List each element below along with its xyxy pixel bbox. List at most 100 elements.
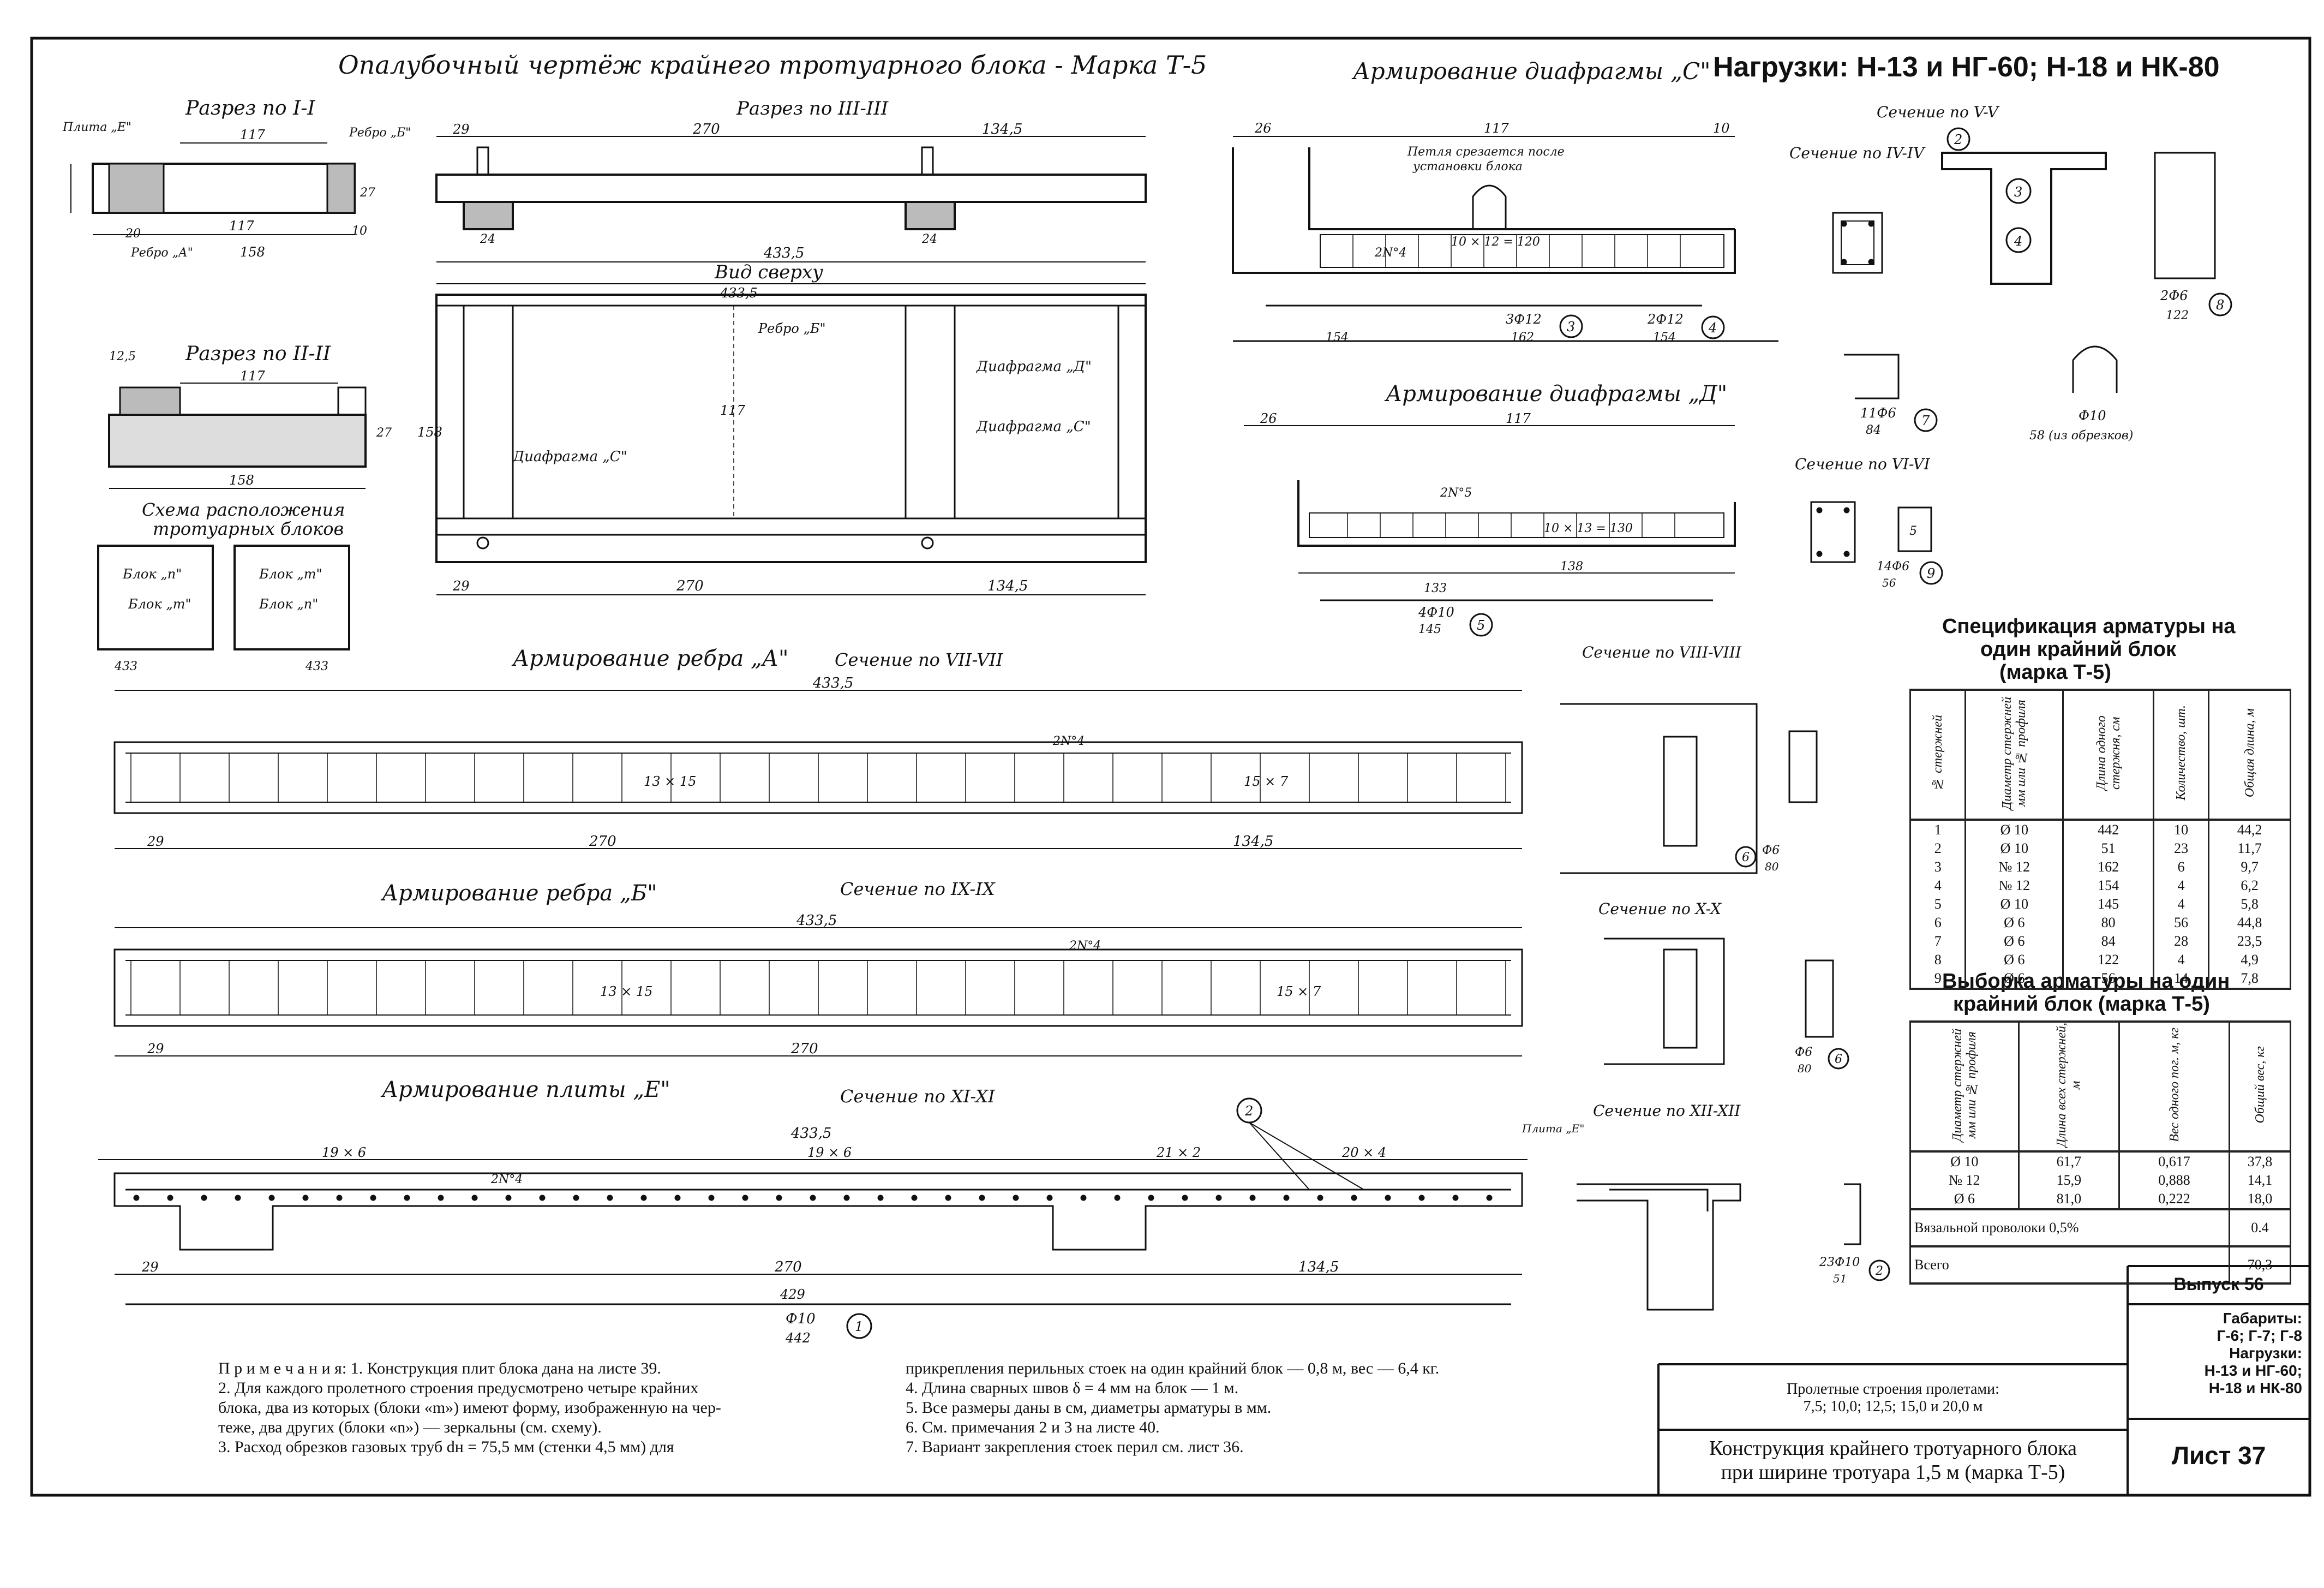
section-2-rib-left xyxy=(119,386,181,416)
sec-xii-outline xyxy=(1577,1183,1741,1311)
rib-b-stirrups-label: 2N°4 xyxy=(1069,939,1101,953)
plate-e-len-429: 429 xyxy=(780,1287,805,1302)
bar-dot xyxy=(1385,1195,1391,1201)
bar-dot xyxy=(302,1195,309,1201)
cell: 4 xyxy=(2152,895,2210,914)
diaphragm-c-label-1: Диафрагма „С" xyxy=(512,449,627,465)
plate-e-pos-1: 1 xyxy=(855,1319,863,1334)
sec-vi-title: Сечение по VI-VI xyxy=(1795,455,1931,473)
plate-e-dots xyxy=(133,1195,1493,1201)
dim-27-s2: 27 xyxy=(376,426,392,440)
cell: 0,888 xyxy=(2118,1171,2231,1190)
rib-a-dim-1345: 134,5 xyxy=(1233,833,1273,850)
loads-header: Нагрузки: Н-13 и НГ-60; Н-18 и НК-80 xyxy=(1713,51,2220,83)
sec-v-pos-4: 4 xyxy=(2014,234,2022,249)
dc-dim-117: 117 xyxy=(1484,121,1510,136)
dc-len-154-b: 154 xyxy=(1653,331,1676,344)
main-title: Опалубочный чертёж крайнего тротуарного … xyxy=(338,50,1207,80)
dim-24-a: 24 xyxy=(480,232,495,246)
scheme-title-1: Схема расположения xyxy=(142,499,345,520)
rib-b-section-title: Сечение по IX-IX xyxy=(840,879,996,899)
bar-2-len: 51 xyxy=(1833,1272,1847,1285)
bar-dot xyxy=(1013,1195,1019,1201)
bar-dot xyxy=(201,1195,207,1201)
rib-b-spacing-2: 15 × 7 xyxy=(1277,984,1321,999)
rib-b-reinforcement: Армирование ребра „Б" Сечение по IX-IX 4… xyxy=(113,879,1523,1057)
cell: 6 xyxy=(1909,914,1967,932)
dim-117-s2: 117 xyxy=(240,368,266,384)
sec-v-shape xyxy=(1941,152,2107,285)
rib-b-spacing-1: 13 × 15 xyxy=(600,984,652,999)
bar-6b-label: Ф6 xyxy=(1795,1046,1812,1059)
dd-dim-26: 26 xyxy=(1260,411,1277,426)
drawing-title: Конструкция крайнего тротуарного блока п… xyxy=(1658,1436,2128,1484)
scheme-block-right xyxy=(233,545,350,650)
cell: 4 xyxy=(2152,876,2210,895)
plate-e-spacing-3: 21 × 2 xyxy=(1156,1145,1201,1160)
note-line: П р и м е ч а н и я: 1. Конструкция плит… xyxy=(218,1359,661,1377)
bar-dot xyxy=(640,1195,647,1201)
bar-dot xyxy=(1046,1195,1053,1201)
section-2-rib-right xyxy=(337,386,367,416)
diaphragm-d-label-top: Диафрагма „Д" xyxy=(976,359,1092,375)
dc-note-1: Петля срезается после xyxy=(1407,145,1565,159)
cell: 80 xyxy=(2062,914,2154,932)
cell: 7,8 xyxy=(2208,969,2291,990)
bar-dot xyxy=(471,1195,478,1201)
sec-iv-title: Сечение по IV-IV xyxy=(1789,144,1926,162)
title-block-specs: Габариты: Г-6; Г-7; Г-8 Нагрузки: Н-13 и… xyxy=(2128,1310,2302,1397)
sec-vi-shape xyxy=(1810,501,1856,563)
dc-note-2: установки блока xyxy=(1412,160,1523,174)
section-3-rib-right xyxy=(905,201,956,230)
cell: 28 xyxy=(2152,932,2210,951)
diaphragm-c-reinforcement: 117 26 10 Петля срезается после установк… xyxy=(1232,121,1778,344)
plate-e-bar-label: Ф10 xyxy=(786,1311,816,1327)
spec-h-total: Общая длина, м xyxy=(2208,689,2291,821)
cell: Ø 10 xyxy=(1909,1151,2020,1171)
bar-9-pos: 9 xyxy=(1927,566,1935,581)
dim-158-topview: 158 xyxy=(417,425,442,440)
bar-7-pos: 7 xyxy=(1921,413,1930,428)
cell: 14 xyxy=(2152,969,2210,990)
top-view-title: Вид сверху xyxy=(714,261,823,283)
dc-stirrups: 2N°4 xyxy=(1374,246,1406,260)
plate-e-spacing-1: 19 × 6 xyxy=(322,1145,366,1160)
bar-7-len: 84 xyxy=(1866,423,1881,437)
bar-2-shape xyxy=(1844,1183,1861,1245)
top-view: Вид сверху 433,5 Диафрагма „С" Диафрагма… xyxy=(417,261,1147,595)
bar-dot xyxy=(133,1195,140,1201)
total-label: Всего xyxy=(1909,1246,2231,1285)
bar-10-shape xyxy=(2072,345,2118,393)
drawing-title-2: при ширине тротуара 1,5 м (марка Т-5) xyxy=(1721,1461,2065,1484)
sec-viii-outline xyxy=(1560,703,1758,874)
rib-b-title: Армирование ребра „Б" xyxy=(380,881,657,906)
rib-a-title: Армирование ребра „А" xyxy=(511,646,788,671)
spec-h-dia: Диаметр стержней мм или № профиля xyxy=(1964,689,2064,821)
dd-outline xyxy=(1297,480,1736,547)
diaphragm-c-label-2: Диафрагма „С" xyxy=(976,419,1091,435)
cell: Ø 6 xyxy=(1964,932,2064,951)
note-line: 6. См. примечания 2 и 3 на листе 40. xyxy=(906,1418,1160,1436)
table-row-wire: Вязальной проволоки 0,5%0.4 xyxy=(1909,1209,2291,1247)
bar-dot xyxy=(336,1195,343,1201)
dim-270-bottom: 270 xyxy=(676,578,704,594)
section-3-rib-left xyxy=(463,201,514,230)
cell: № 12 xyxy=(1964,858,2064,876)
dd-spacing: 10 × 13 = 130 xyxy=(1544,522,1633,535)
cell: 0,617 xyxy=(2118,1151,2231,1171)
cell: 37,8 xyxy=(2229,1151,2291,1171)
cell: 81,0 xyxy=(2017,1190,2120,1210)
sections-4-5: Сечение по IV-IV Сечение по V-V 3 4 2 2Ф… xyxy=(1789,103,2232,443)
bar-6a-label: Ф6 xyxy=(1762,844,1780,857)
bar-dot xyxy=(1215,1195,1222,1201)
cell: Ø 6 xyxy=(1964,914,2064,932)
bar-dot xyxy=(776,1195,782,1201)
bar-10-label: Ф10 xyxy=(2079,408,2106,423)
